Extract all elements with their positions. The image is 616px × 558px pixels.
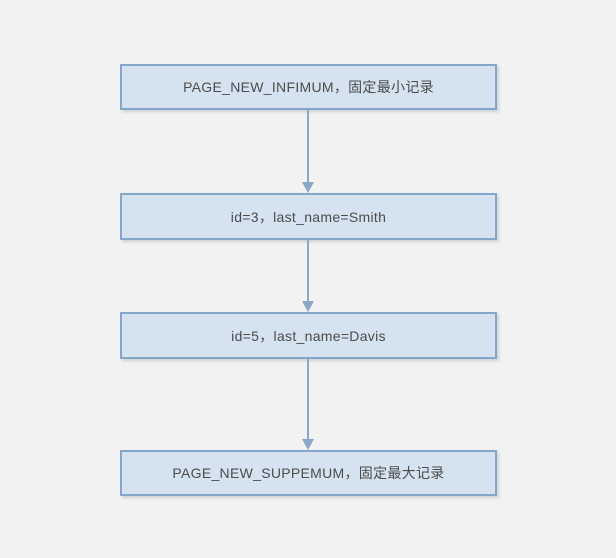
arrowhead-icon [302,301,314,312]
arrow-down-icon [302,240,315,312]
node-infimum-label: PAGE_NEW_INFIMUM，固定最小记录 [183,79,434,95]
node-record-id5: id=5，last_name=Davis [120,312,497,359]
node-record-id5-label: id=5，last_name=Davis [231,327,386,344]
arrow-shaft [307,359,309,441]
arrowhead-icon [302,439,314,450]
arrow-shaft [307,110,309,184]
node-supremum-label: PAGE_NEW_SUPPEMUM，固定最大记录 [172,465,445,481]
arrowhead-icon [302,182,314,193]
node-infimum: PAGE_NEW_INFIMUM，固定最小记录 [120,64,497,110]
arrow-down-icon [302,359,315,450]
arrow-down-icon [302,110,315,193]
node-record-id3-label: id=3，last_name=Smith [230,208,387,225]
arrow-shaft [307,240,309,303]
node-record-id3: id=3，last_name=Smith [120,193,497,240]
node-supremum: PAGE_NEW_SUPPEMUM，固定最大记录 [120,450,497,496]
